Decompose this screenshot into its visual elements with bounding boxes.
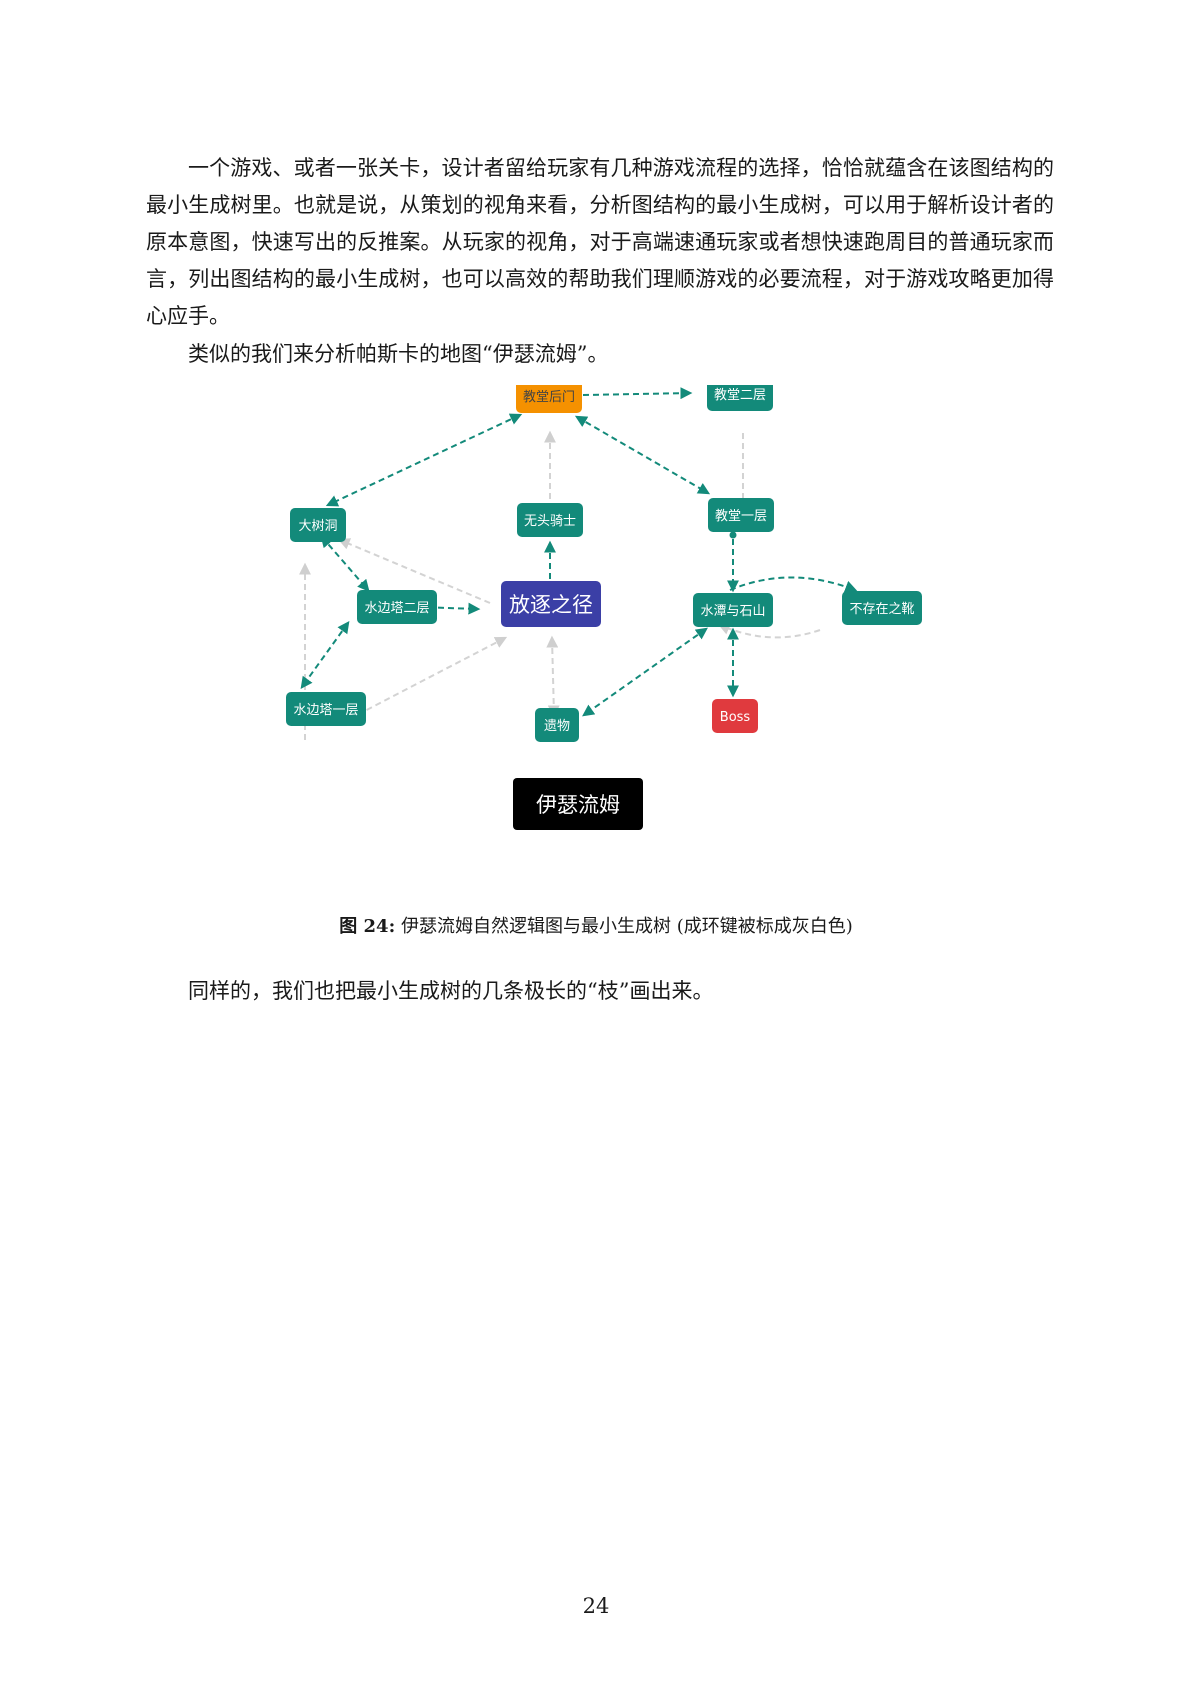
node-label: 教堂一层 — [715, 508, 767, 524]
node-fangzhu-zhijing: 放逐之径 — [501, 581, 601, 627]
node-label: 水边塔一层 — [293, 703, 358, 718]
node-jiaotang-erceng: 教堂二层 — [707, 385, 773, 411]
node-bucunzai-zhixue: 不存在之靴 — [842, 591, 922, 625]
edge-shuitan-yiwu — [582, 627, 708, 717]
edge-grey-fangzhu-yiwu — [546, 635, 560, 718]
node-label: 无头骑士 — [524, 514, 576, 529]
page-number: 24 — [582, 1594, 610, 1618]
node-label: 大树洞 — [298, 519, 337, 534]
node-label: 水潭与石山 — [700, 604, 765, 619]
edge-houmen-erceng — [582, 387, 693, 400]
node-jiaotang-yiceng: 教堂一层 — [708, 498, 774, 532]
paragraph-branches: 同样的，我们也把最小生成树的几条极长的“枝”画出来。 — [188, 979, 714, 1003]
node-label: 遗物 — [544, 719, 570, 734]
edge-houmen-dashudong — [325, 413, 523, 507]
paragraph-map-intro: 类似的我们来分析帕斯卡的地图“伊瑟流姆”。 — [188, 342, 609, 366]
paragraph-intro: 一个游戏、或者一张关卡，设计者留给玩家有几种游戏流程的选择，恰恰就蕴含在该图结构… — [146, 156, 1054, 328]
edge-houmen-yiceng — [574, 415, 711, 495]
edge-dashudong-shuibian2 — [320, 535, 370, 592]
node-label: 放逐之径 — [509, 593, 593, 617]
edge-shuibian2-shuibian1 — [300, 621, 350, 689]
node-shuibianta-yiceng: 水边塔一层 — [286, 692, 366, 726]
node-wutou-qishi: 无头骑士 — [517, 503, 583, 537]
node-dashudong: 大树洞 — [290, 508, 346, 542]
node-yiwu: 遗物 — [535, 708, 579, 742]
node-label: 教堂二层 — [714, 387, 766, 403]
caption-text: 伊瑟流姆自然逻辑图与最小生成树 (成环键被标成灰白色) — [400, 916, 853, 937]
figure-caption: 图 24: 伊瑟流姆自然逻辑图与最小生成树 (成环键被标成灰白色) — [0, 912, 1192, 938]
node-label: 不存在之靴 — [849, 602, 914, 617]
node-boss: Boss — [712, 699, 758, 733]
map-title-label: 伊瑟流姆 — [536, 793, 620, 817]
caption-label: 图 24: — [339, 916, 396, 937]
figure-graph: 教堂后门 教堂二层 大树洞 无头骑士 教堂一层 水边塔二层 放逐之径 水潭与石 — [250, 385, 970, 895]
node-shuitan-yu-shishan: 水潭与石山 — [693, 593, 773, 627]
node-jiaotang-houmen: 教堂后门 — [516, 385, 582, 413]
edge-shuitan-bucunzai — [729, 576, 858, 593]
node-label: Boss — [720, 710, 751, 725]
graph-svg: 教堂后门 教堂二层 大树洞 无头骑士 教堂一层 水边塔二层 放逐之径 水潭与石 — [286, 385, 922, 830]
edge-dot — [729, 531, 737, 539]
map-title-block: 伊瑟流姆 — [513, 778, 643, 830]
node-label: 教堂后门 — [523, 389, 575, 405]
node-label: 水边塔二层 — [364, 601, 429, 616]
node-shuibianta-erceng: 水边塔二层 — [357, 590, 437, 624]
edge-grey-fangzhu-shuibian1 — [352, 636, 508, 718]
